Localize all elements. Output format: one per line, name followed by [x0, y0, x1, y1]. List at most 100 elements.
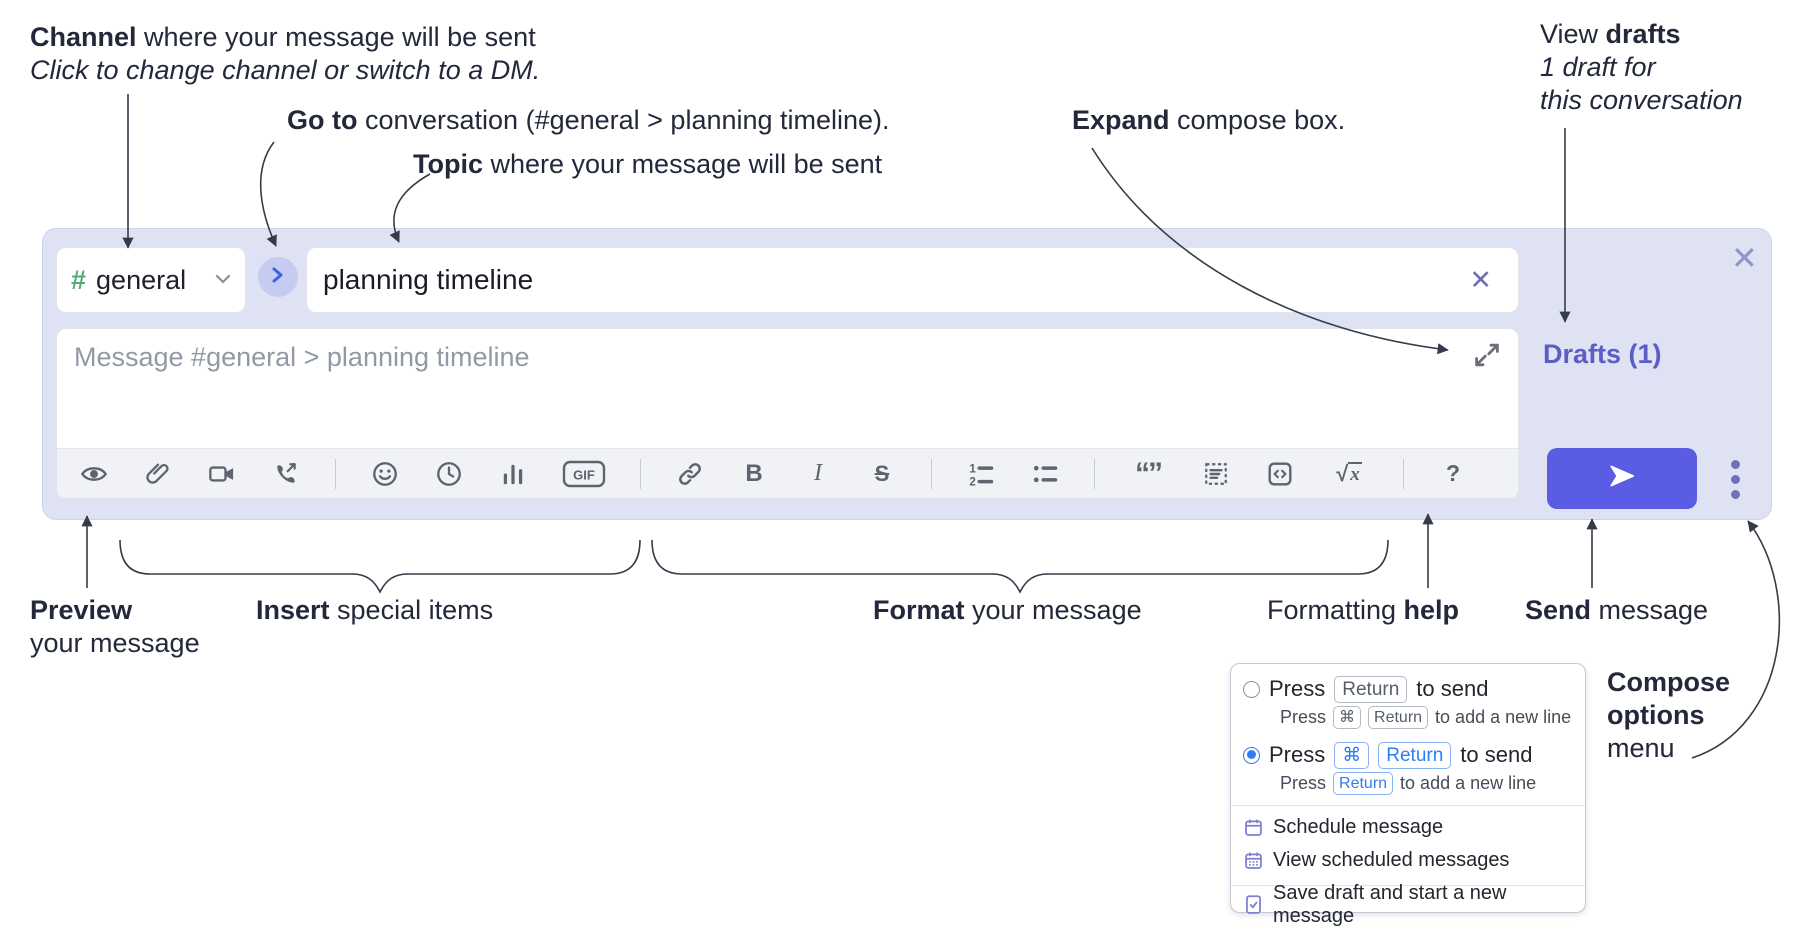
channel-annotation-bold: Channel	[30, 22, 137, 52]
save-draft-label: Save draft and start a new message	[1273, 881, 1507, 927]
preview-eye-icon[interactable]	[79, 459, 109, 489]
topic-value: planning timeline	[323, 264, 534, 295]
expand-annotation-bold: Expand	[1072, 105, 1170, 135]
channel-annotation-line2: Click to change channel or switch to a D…	[30, 55, 541, 85]
topic-annotation: Topic where your message will be sent	[413, 148, 882, 181]
view-scheduled-item[interactable]: View scheduled messages	[1243, 844, 1573, 877]
italic-icon[interactable]: I	[814, 460, 822, 486]
calendar-icon	[1243, 817, 1264, 838]
send-annotation: Send message	[1525, 594, 1708, 627]
chevron-down-icon	[215, 271, 231, 289]
formula-icon[interactable]: √x	[1336, 460, 1362, 486]
expand-icon[interactable]	[1472, 340, 1502, 370]
expand-annotation: Expand compose box.	[1072, 104, 1345, 137]
view-drafts-annotation: View drafts 1 draft for this conversatio…	[1540, 18, 1743, 117]
send-option-return[interactable]: Press Return to send	[1243, 674, 1573, 704]
goto-annotation: Go to conversation (#general > planning …	[287, 104, 890, 137]
compose-options-popup: Press Return to send Press ⌘ Return to a…	[1230, 663, 1586, 927]
video-camera-icon[interactable]	[207, 459, 237, 489]
option1-press: Press	[1269, 676, 1326, 701]
bold-icon[interactable]: B	[745, 459, 763, 487]
return-key: Return	[1334, 675, 1408, 703]
poll-bar-chart-icon[interactable]	[498, 459, 528, 489]
goto-conversation-button[interactable]	[258, 257, 298, 297]
compose-options-annotation: Compose options menu	[1607, 666, 1730, 765]
popup-divider	[1231, 885, 1585, 886]
popup-divider	[1231, 805, 1585, 806]
channel-annotation-line1: Channel where your message will be sent	[30, 21, 540, 54]
view-drafts-line2: 1 draft for	[1540, 52, 1656, 82]
schedule-message-label: Schedule message	[1273, 816, 1444, 838]
gif-icon[interactable]: GIF	[562, 459, 606, 489]
view-drafts-line3: this conversation	[1540, 85, 1743, 115]
option2-press: Press	[1269, 742, 1326, 767]
view-drafts-line1: View drafts	[1540, 18, 1743, 51]
radio-unselected-icon[interactable]	[1243, 680, 1260, 698]
cmd-key: ⌘	[1333, 706, 1362, 729]
preview-annotation-line2: your message	[30, 628, 200, 658]
insert-annotation-bold: Insert	[256, 595, 330, 625]
send-option-cmd-return[interactable]: Press ⌘ Return to send	[1243, 740, 1573, 770]
recent-clock-icon[interactable]	[434, 459, 464, 489]
save-draft-item[interactable]: Save draft and start a new message	[1243, 882, 1573, 927]
toolbar-divider	[335, 458, 336, 489]
channel-annotation-rest: where your message will be sent	[136, 22, 536, 52]
send-option-return-sub: Press ⌘ Return to add a new line	[1280, 706, 1572, 729]
toolbar-divider	[640, 458, 641, 489]
document-check-icon	[1243, 894, 1264, 915]
compose-options-menu-button[interactable]	[1731, 460, 1740, 499]
svg-text:2: 2	[969, 475, 976, 487]
calendar-grid-icon	[1243, 850, 1264, 871]
message-placeholder: Message #general > planning timeline	[74, 342, 530, 372]
send-annotation-bold: Send	[1525, 595, 1592, 625]
insert-annotation: Insert special items	[256, 594, 493, 627]
compose-options-line1: Compose	[1607, 667, 1731, 697]
channel-name: general	[96, 264, 187, 295]
link-icon[interactable]	[675, 459, 705, 489]
emoji-smiley-icon[interactable]	[370, 459, 400, 489]
preview-annotation: Preview your message	[30, 594, 200, 660]
toolbar-divider	[1403, 458, 1404, 489]
close-icon[interactable]: ✕	[1731, 240, 1758, 276]
toolbar-divider	[931, 458, 932, 489]
return-key: Return	[1333, 772, 1394, 795]
strikethrough-icon[interactable]: S	[874, 460, 890, 486]
svg-text:1: 1	[969, 462, 976, 475]
goto-annotation-rest: conversation (#general > planning timeli…	[357, 105, 890, 135]
compose-box: # general planning timeline ✕ Message #g…	[42, 228, 1772, 520]
clear-topic-icon[interactable]: ✕	[1469, 265, 1492, 295]
format-annotation-rest: your message	[964, 595, 1142, 625]
attach-paperclip-icon[interactable]	[143, 459, 173, 489]
chevron-right-icon	[271, 266, 285, 289]
return-key: Return	[1368, 706, 1429, 729]
blockquote-icon[interactable]: “”	[1135, 456, 1163, 490]
format-annotation: Format your message	[873, 594, 1142, 627]
topic-input[interactable]: planning timeline ✕	[306, 247, 1519, 313]
compose-options-line3: menu	[1607, 733, 1675, 763]
schedule-message-item[interactable]: Schedule message	[1243, 811, 1573, 844]
drafts-link[interactable]: Drafts (1)	[1543, 339, 1662, 369]
inline-code-icon[interactable]	[1265, 459, 1295, 489]
message-box[interactable]: Message #general > planning timeline	[56, 328, 1519, 499]
option1-suffix: to send	[1416, 676, 1489, 701]
radio-selected-icon[interactable]	[1243, 746, 1260, 764]
code-block-icon[interactable]	[1201, 459, 1231, 489]
preview-annotation-bold: Preview	[30, 595, 133, 625]
send-button[interactable]	[1547, 448, 1697, 509]
view-drafts-bold: drafts	[1605, 19, 1681, 49]
svg-text:GIF: GIF	[573, 467, 595, 482]
bullet-list-icon[interactable]	[1030, 459, 1060, 489]
view-drafts-pre: View	[1540, 19, 1606, 49]
topic-annotation-bold: Topic	[413, 149, 483, 179]
formatting-help-icon[interactable]: ?	[1445, 460, 1461, 486]
channel-selector[interactable]: # general	[56, 247, 246, 313]
send-plane-icon	[1607, 462, 1637, 495]
channel-annotation: Channel where your message will be sent …	[30, 21, 540, 87]
formatting-help-annotation: Formatting help	[1267, 594, 1459, 627]
audio-call-phone-icon[interactable]	[271, 459, 301, 489]
send-annotation-rest: message	[1591, 595, 1709, 625]
formatting-help-bold: help	[1403, 595, 1460, 625]
topic-annotation-rest: where your message will be sent	[483, 149, 883, 179]
